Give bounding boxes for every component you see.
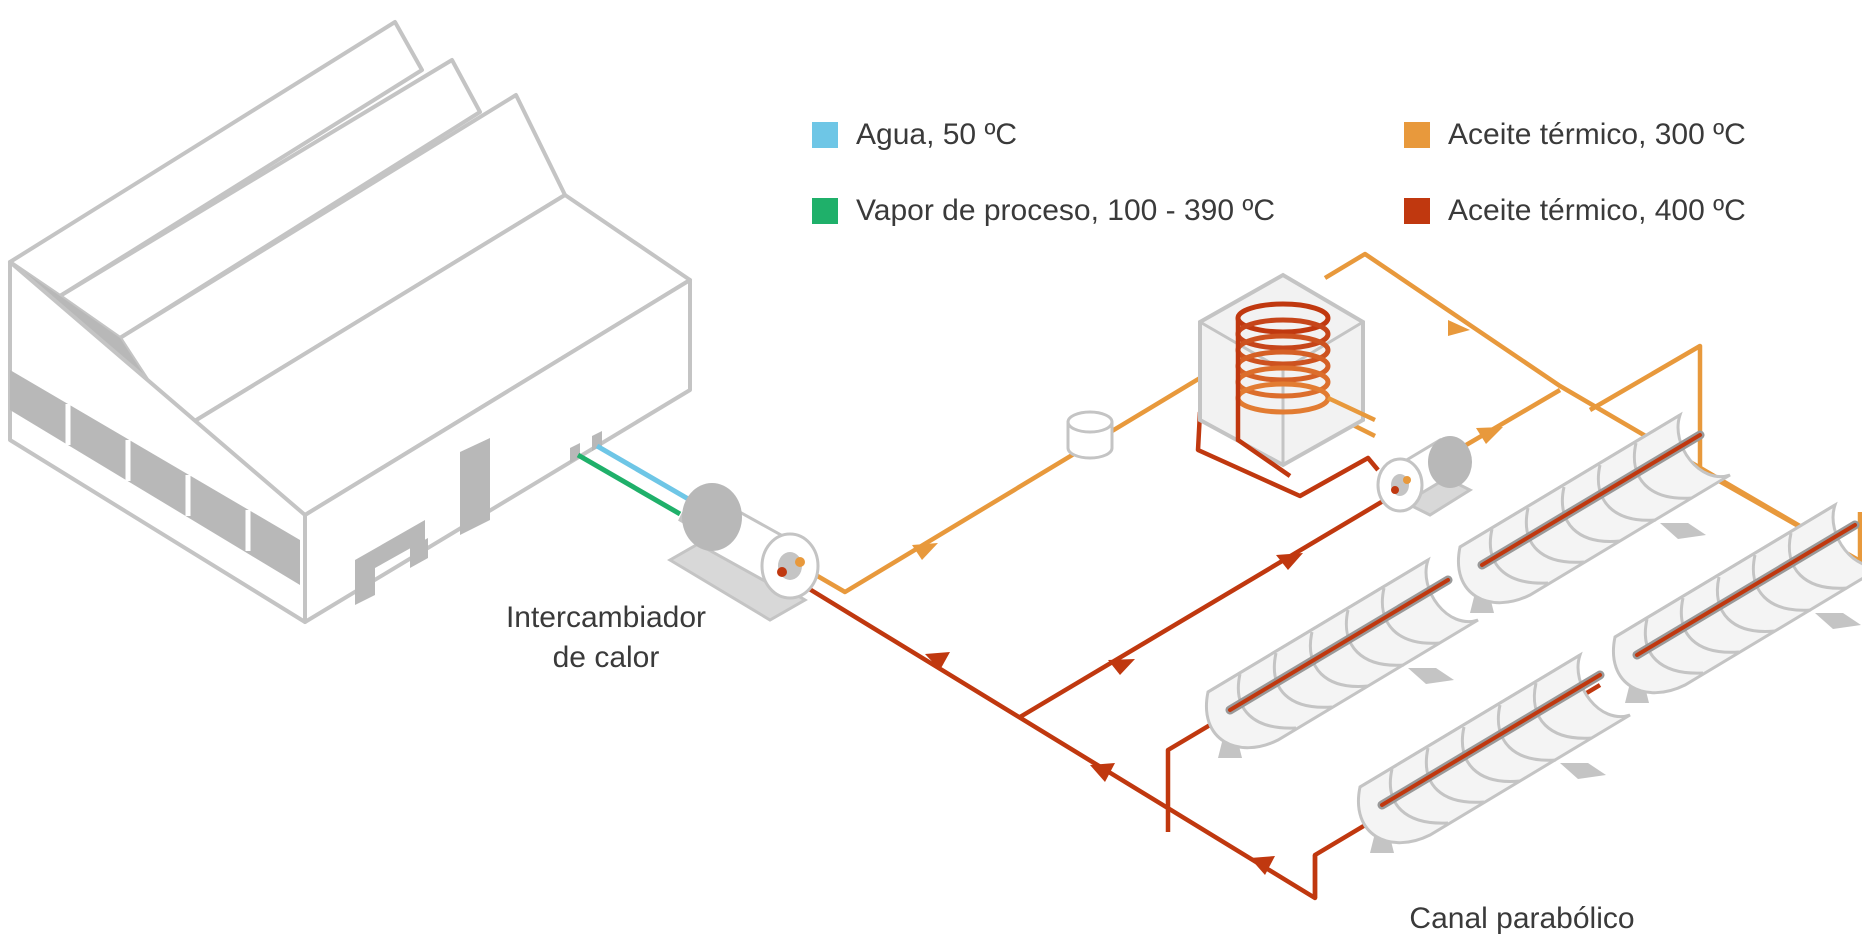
parabolic-trough-icon [1206,415,1862,853]
thermal-storage-icon [1198,272,1376,478]
legend-item-oil-300: Aceite térmico, 300 ºC [1404,118,1746,152]
water-steam-pipes [576,443,692,517]
legend-swatch-oil-400 [1404,198,1430,224]
heat-exchanger-label-line1: Intercambiador [506,601,706,634]
legend-swatch-water [812,122,838,148]
expansion-tank-icon [1066,410,1114,460]
pump-icon [1376,436,1474,517]
legend-item-water: Agua, 50 ºC [812,118,1017,152]
legend-item-steam: Vapor de proceso, 100 - 390 ºC [812,194,1275,228]
legend-label-oil-400: Aceite térmico, 400 ºC [1448,194,1746,227]
water-pipe [595,443,692,503]
legend-label-steam: Vapor de proceso, 100 - 390 ºC [856,194,1275,227]
oil-300-arrows [912,320,1503,560]
oil-400-pipes [773,411,1602,901]
heat-exchanger-icon [667,483,820,622]
legend-swatch-oil-300 [1404,122,1430,148]
oil-400-arrows [925,553,1303,875]
factory-icon [8,20,692,624]
legend-label-water: Agua, 50 ºC [856,118,1018,151]
legend-item-oil-400: Aceite térmico, 400 ºC [1404,194,1746,228]
steam-pipe [576,452,682,517]
legend-label-oil-300: Aceite térmico, 300 ºC [1448,118,1746,151]
legend-swatch-steam [812,198,838,224]
parabolic-trough-label: Canal parabólico [1409,902,1634,935]
heat-exchanger-label-line2: de calor [553,641,660,674]
